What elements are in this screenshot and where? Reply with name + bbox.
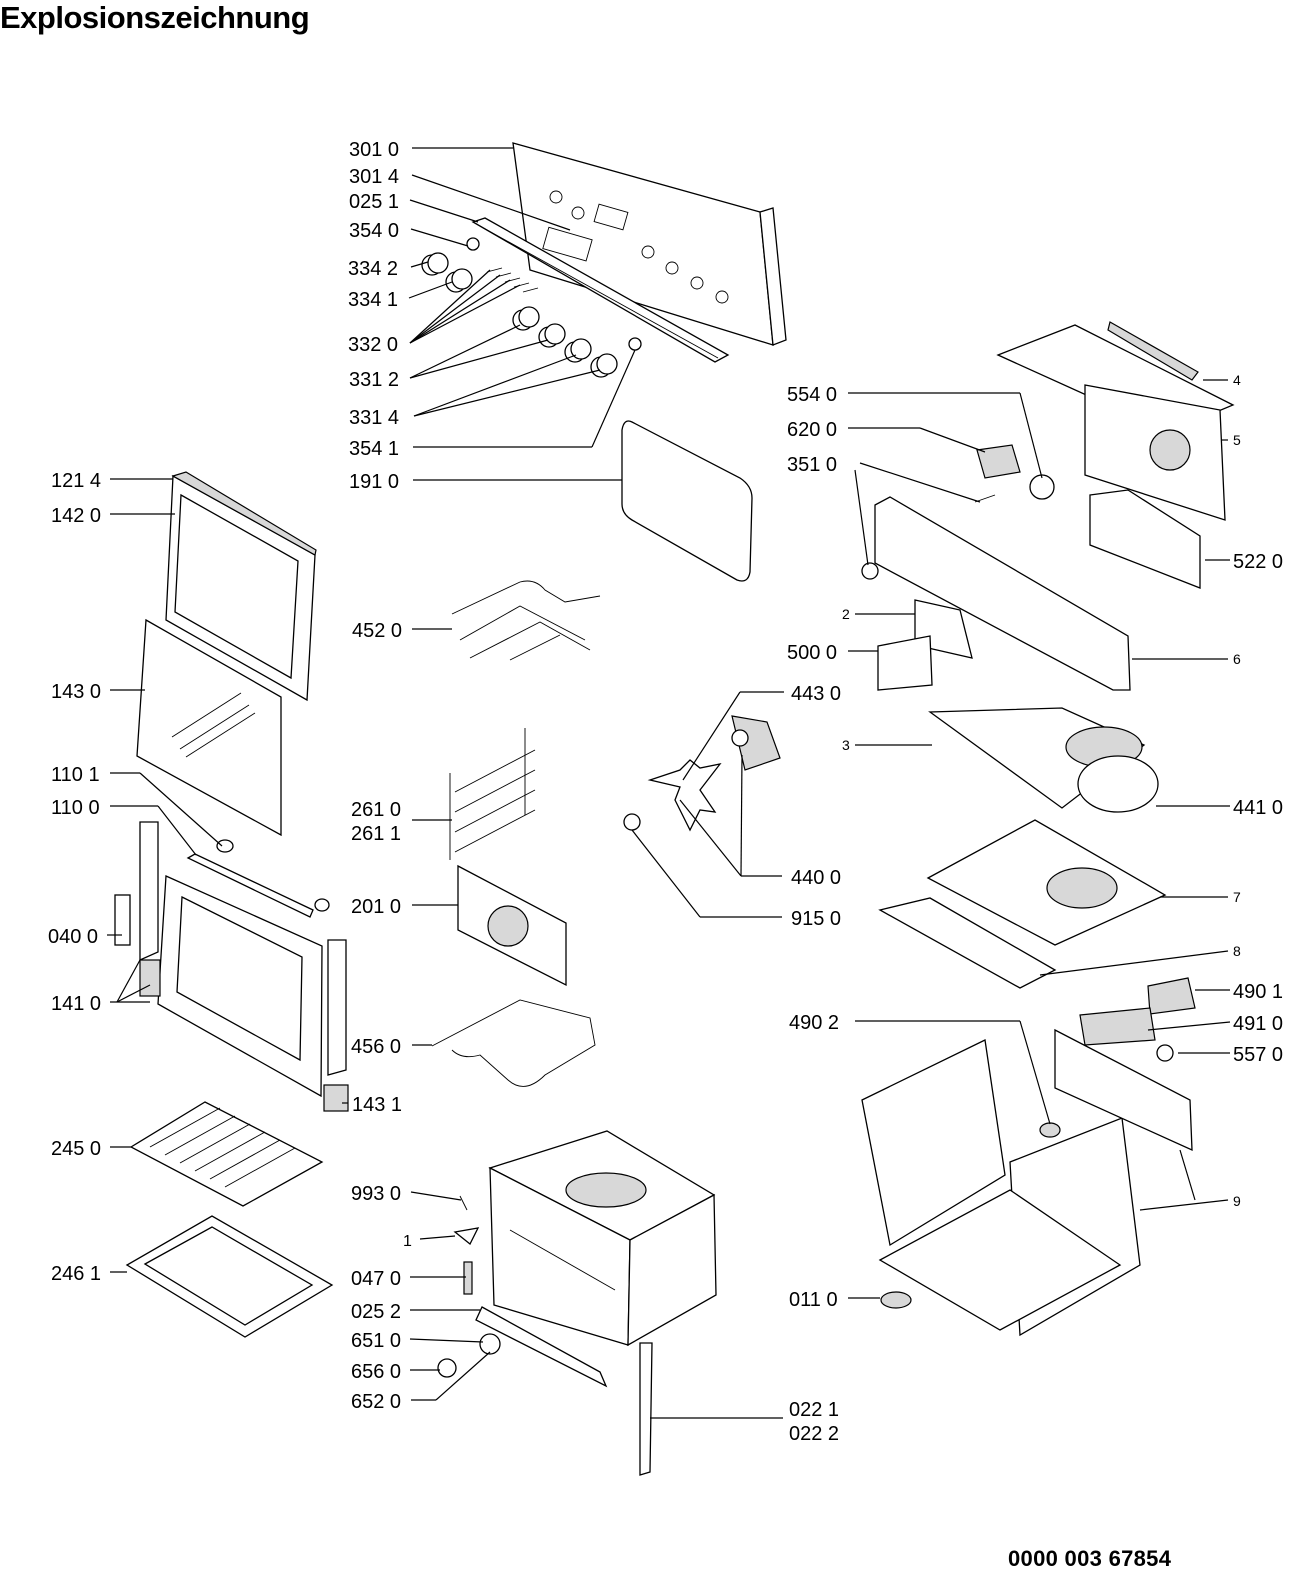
label-652-0: 652 0	[351, 1391, 401, 1413]
label-9: 9	[1233, 1193, 1241, 1209]
label-331-2: 331 2	[349, 369, 399, 391]
label-143-0: 143 0	[51, 681, 101, 703]
part-labels: 301 0 301 4 025 1 354 0 334 2 334 1 332 …	[48, 139, 1283, 1445]
label-452-0: 452 0	[352, 620, 402, 642]
label-651-0: 651 0	[351, 1330, 401, 1352]
rear-wall-part	[457, 864, 567, 987]
label-301-4: 301 4	[349, 166, 399, 188]
label-490-2: 490 2	[789, 1012, 839, 1034]
label-142-0: 142 0	[51, 505, 101, 527]
label-022-2: 022 2	[789, 1423, 839, 1445]
label-011-0: 011 0	[789, 1289, 838, 1311]
label-440-0: 440 0	[791, 867, 841, 889]
label-456-0: 456 0	[351, 1036, 401, 1058]
bottom-heater-part	[431, 999, 596, 1087]
label-915-0: 915 0	[791, 908, 841, 930]
panel-rail-part	[471, 217, 730, 363]
label-334-2: 334 2	[348, 258, 398, 280]
knobs-part	[421, 237, 642, 378]
label-7: 7	[1233, 889, 1241, 905]
door-seal-part	[621, 420, 753, 582]
baffle-part	[928, 707, 1159, 813]
label-491-0: 491 0	[1233, 1013, 1283, 1035]
label-351-0: 351 0	[787, 454, 837, 476]
label-025-2: 025 2	[351, 1301, 401, 1323]
label-110-0: 110 0	[51, 797, 100, 819]
label-121-4: 121 4	[51, 470, 101, 492]
label-354-0: 354 0	[349, 220, 399, 242]
label-8: 8	[1233, 943, 1241, 959]
door-glass-outer-part	[165, 471, 317, 702]
label-656-0: 656 0	[351, 1361, 401, 1383]
label-025-1: 025 1	[349, 191, 399, 213]
label-354-1: 354 1	[349, 438, 399, 460]
label-110-1: 110 1	[51, 764, 100, 786]
label-441-0: 441 0	[1233, 797, 1283, 819]
document-number: 0000 003 67854	[1008, 1546, 1172, 1571]
electronics-part	[861, 321, 1235, 589]
label-143-1: 143 1	[352, 1094, 402, 1116]
label-301-0: 301 0	[349, 139, 399, 161]
label-522-0: 522 0	[1233, 551, 1283, 573]
label-6: 6	[1233, 651, 1241, 667]
fan-motor-part	[623, 715, 781, 832]
grill-shelf-part	[129, 1101, 324, 1207]
small-parts-part	[437, 1195, 653, 1476]
top-heater-part	[451, 580, 601, 661]
label-332-0: 332 0	[348, 334, 398, 356]
control-frame-part	[874, 496, 1131, 691]
label-3: 3	[842, 737, 850, 753]
label-4: 4	[1233, 372, 1241, 388]
shelf-supports-part	[449, 728, 536, 860]
label-022-1: 022 1	[789, 1399, 839, 1421]
label-2: 2	[842, 606, 850, 622]
label-141-0: 141 0	[51, 993, 101, 1015]
label-040-0: 040 0	[48, 926, 98, 948]
label-261-1: 261 1	[351, 823, 401, 845]
label-500-0: 500 0	[787, 642, 837, 664]
label-246-1: 246 1	[51, 1263, 101, 1285]
label-5: 5	[1233, 432, 1241, 448]
insulation-part	[878, 819, 1167, 989]
page-title: Explosionszeichnung	[0, 0, 310, 35]
label-191-0: 191 0	[349, 471, 399, 493]
label-334-1: 334 1	[348, 289, 398, 311]
casing-part	[861, 977, 1196, 1337]
door-frame-part	[114, 821, 349, 1112]
label-261-0: 261 0	[351, 799, 401, 821]
label-331-4: 331 4	[349, 407, 399, 429]
label-557-0: 557 0	[1233, 1044, 1283, 1066]
control-panel-part	[512, 142, 787, 346]
label-245-0: 245 0	[51, 1138, 101, 1160]
leader-lines	[107, 147, 1231, 1419]
label-620-0: 620 0	[787, 419, 837, 441]
baking-tray-part	[125, 1215, 334, 1338]
label-554-0: 554 0	[787, 384, 837, 406]
label-047-0: 047 0	[351, 1268, 401, 1290]
label-1: 1	[403, 1233, 412, 1250]
oven-cavity-part	[488, 1130, 717, 1347]
label-993-0: 993 0	[351, 1183, 401, 1205]
label-201-0: 201 0	[351, 896, 401, 918]
door-glass-inner-part	[136, 618, 282, 837]
label-443-0: 443 0	[791, 683, 841, 705]
label-490-1: 490 1	[1233, 981, 1283, 1003]
